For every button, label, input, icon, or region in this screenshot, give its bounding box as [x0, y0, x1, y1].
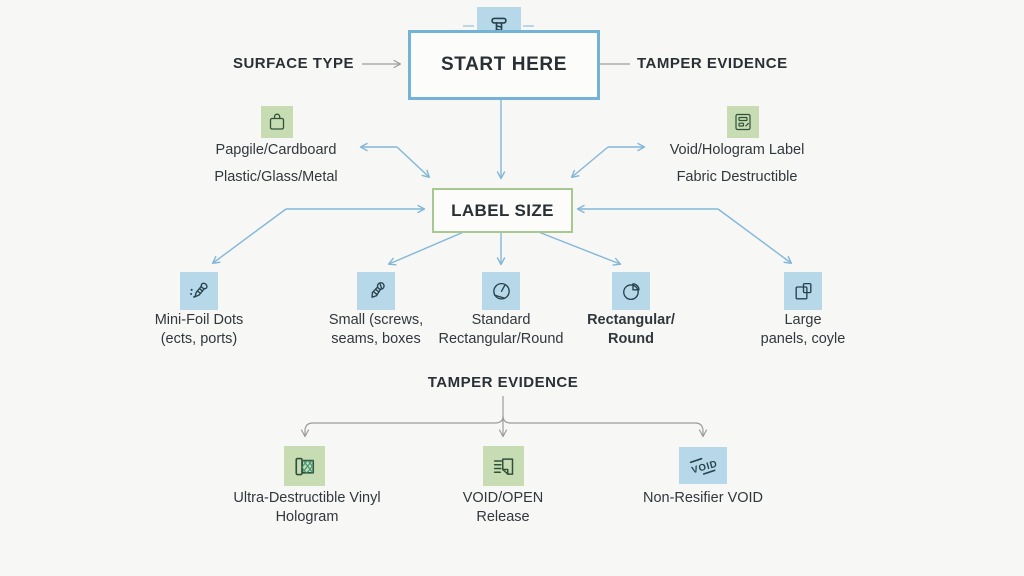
label-size-title: LABEL SIZE: [451, 200, 554, 220]
foil-dots-screw-icon: [180, 272, 218, 310]
surface-option-void-hologram: Void/Hologram Label: [669, 142, 805, 158]
size-option-rect-round-line2: Round: [608, 331, 654, 347]
tamper-option-non-resifier: Non-Resifier VOID: [593, 489, 813, 508]
surface-type-label: SURFACE TYPE: [232, 55, 354, 72]
hologram-roll-icon: [284, 446, 325, 486]
size-option-small-line2: seams, boxes: [331, 331, 421, 347]
size-option-rect-round-line1: Rectangular/: [587, 312, 675, 328]
size-option-mini-foil: Mini-Foil Dots (ects, ports): [124, 311, 274, 349]
package-icon: [261, 106, 293, 138]
size-option-mini-foil-line2: (ects, ports): [160, 331, 238, 347]
surface-option-fabric: Fabric Destructible: [676, 169, 798, 185]
label-form-icon: [727, 106, 759, 138]
label-size-box: LABEL SIZE: [432, 188, 573, 233]
size-option-small: Small (screws, seams, boxes: [301, 311, 451, 349]
gauge-circle-icon: [482, 272, 520, 310]
tamper-evidence-top-label: TAMPER EVIDENCE: [637, 55, 788, 72]
size-option-large-line1: Large: [784, 312, 822, 328]
tamper-option-non-resifier-line1: Non-Resifier VOID: [642, 490, 764, 506]
surface-option-paper: Papgile/Cardboard: [215, 142, 337, 158]
tamper-option-void-open: VOID/OPEN Release: [393, 489, 613, 527]
tamper-option-ultra-line1: Ultra-Destructible Vinyl: [233, 490, 381, 506]
size-option-large-line2: panels, coyle: [760, 331, 846, 347]
void-stamp-icon: VOID: [679, 447, 727, 484]
tamper-option-ultra-line2: Hologram: [275, 509, 339, 525]
size-option-standard-line1: Standard: [471, 312, 531, 328]
tamper-option-void-open-line2: Release: [476, 509, 530, 525]
surface-option-plastic: Plastic/Glass/Metal: [214, 169, 338, 185]
size-option-small-line1: Small (screws,: [328, 312, 424, 328]
size-option-mini-foil-line1: Mini-Foil Dots: [154, 312, 244, 328]
start-here-box: START HERE: [408, 30, 600, 100]
tamper-option-void-open-line1: VOID/OPEN: [462, 490, 544, 506]
size-option-large: Large panels, coyle: [728, 311, 878, 349]
size-option-standard-line2: Rectangular/Round: [438, 331, 564, 347]
panels-icon: [784, 272, 822, 310]
tamper-evidence-section-title: TAMPER EVIDENCE: [427, 374, 579, 391]
start-here-label: START HERE: [441, 54, 567, 75]
size-option-standard: Standard Rectangular/Round: [426, 311, 576, 349]
size-option-rect-round: Rectangular/ Round: [556, 311, 706, 349]
pie-circle-icon: [612, 272, 650, 310]
tamper-option-ultra-destructible: Ultra-Destructible Vinyl Hologram: [197, 489, 417, 527]
void-open-document-icon: [483, 446, 524, 486]
angled-screw-icon: [357, 272, 395, 310]
